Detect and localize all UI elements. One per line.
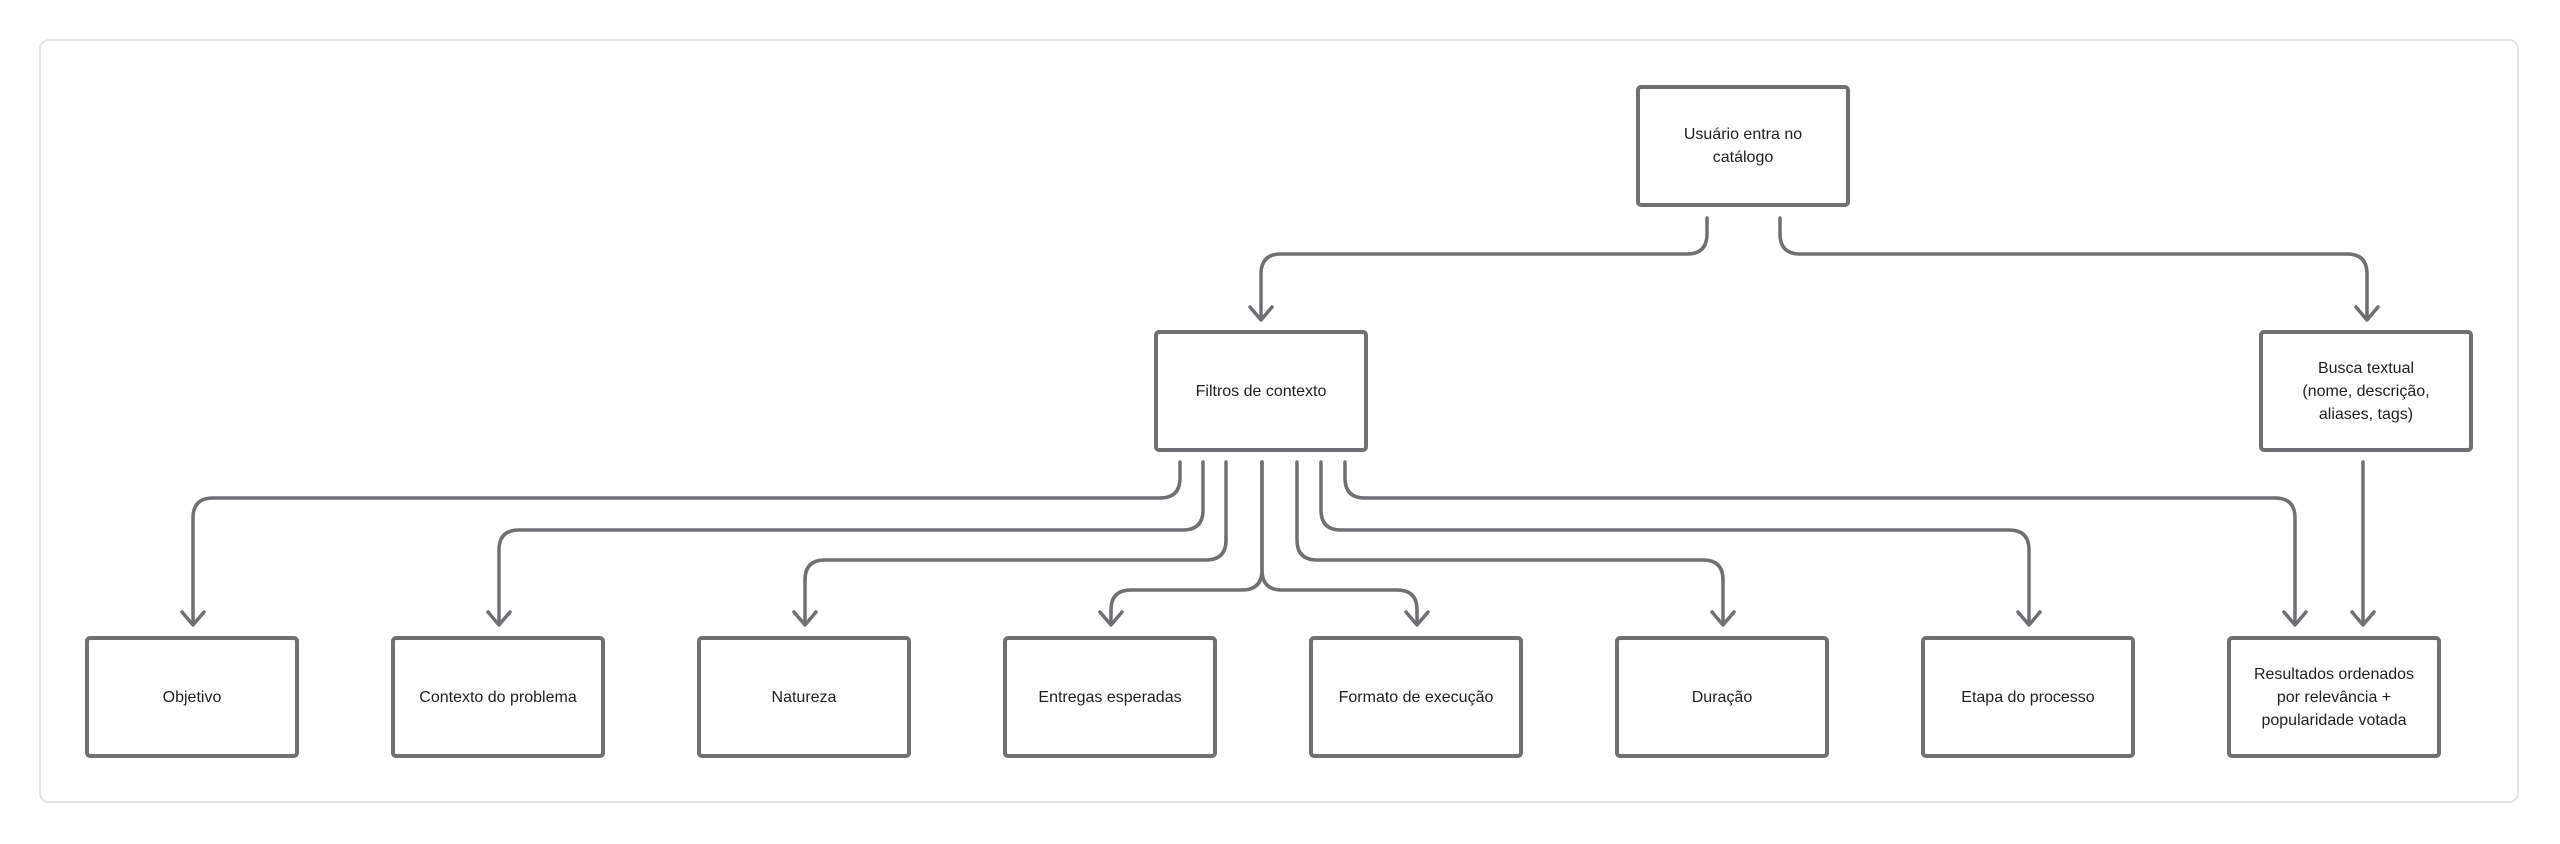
arrowhead-objetivo	[180, 610, 206, 627]
arrowhead-text-search	[2354, 305, 2380, 322]
edge-filters-to-objetivo	[191, 460, 1182, 625]
node-etapa-label: Etapa do processo	[1961, 688, 2095, 706]
edge-filters-to-formato	[1260, 460, 1419, 625]
arrowhead-natureza	[792, 610, 818, 627]
node-duracao-label: Duração	[1691, 688, 1753, 706]
edge-start-to-context-filters	[1259, 216, 1709, 320]
node-entregas: Entregas esperadas	[1003, 636, 1217, 758]
node-context-filters-label: Filtros de contexto	[1195, 382, 1327, 400]
edge-filters-to-natureza	[803, 460, 1228, 625]
edge-filters-to-duracao	[1295, 460, 1725, 625]
arrowhead-duracao	[1710, 610, 1736, 627]
node-resultados: Resultados ordenados por relevância + po…	[2227, 636, 2441, 758]
node-formato-label: Formato de execução	[1338, 688, 1494, 706]
arrowhead-context-filters	[1248, 305, 1274, 322]
node-etapa: Etapa do processo	[1921, 636, 2135, 758]
node-start: Usuário entra no catálogo	[1636, 85, 1850, 207]
node-text-search: Busca textual (nome, descrição, aliases,…	[2259, 330, 2473, 452]
edge-filters-to-entregas	[1109, 460, 1264, 625]
node-natureza: Natureza	[697, 636, 911, 758]
edge-start-to-text-search	[1778, 216, 2369, 320]
node-entregas-label: Entregas esperadas	[1038, 688, 1182, 706]
arrowhead-entregas	[1098, 610, 1124, 627]
node-objetivo: Objetivo	[85, 636, 299, 758]
node-contexto-problema-label: Contexto do problema	[419, 688, 577, 706]
arrowhead-contexto-problema	[486, 610, 512, 627]
arrowhead-formato	[1404, 610, 1430, 627]
node-contexto-problema: Contexto do problema	[391, 636, 605, 758]
node-text-search-label: Busca textual (nome, descrição, aliases,…	[2302, 359, 2430, 423]
edge-filters-to-contexto-problema	[497, 460, 1205, 625]
edge-filters-to-etapa	[1319, 460, 2031, 625]
arrowhead-resultados-from-search	[2350, 610, 2376, 627]
node-objetivo-label: Objetivo	[162, 688, 222, 706]
edge-filters-to-resultados	[1343, 460, 2297, 625]
node-start-label: Usuário entra no catálogo	[1683, 126, 1803, 166]
arrowhead-resultados-from-filters	[2282, 610, 2308, 627]
arrowhead-etapa	[2016, 610, 2042, 627]
node-formato: Formato de execução	[1309, 636, 1523, 758]
node-duracao: Duração	[1615, 636, 1829, 758]
node-resultados-label: Resultados ordenados por relevância + po…	[2253, 665, 2415, 729]
node-context-filters: Filtros de contexto	[1154, 330, 1368, 452]
node-natureza-label: Natureza	[771, 688, 837, 706]
